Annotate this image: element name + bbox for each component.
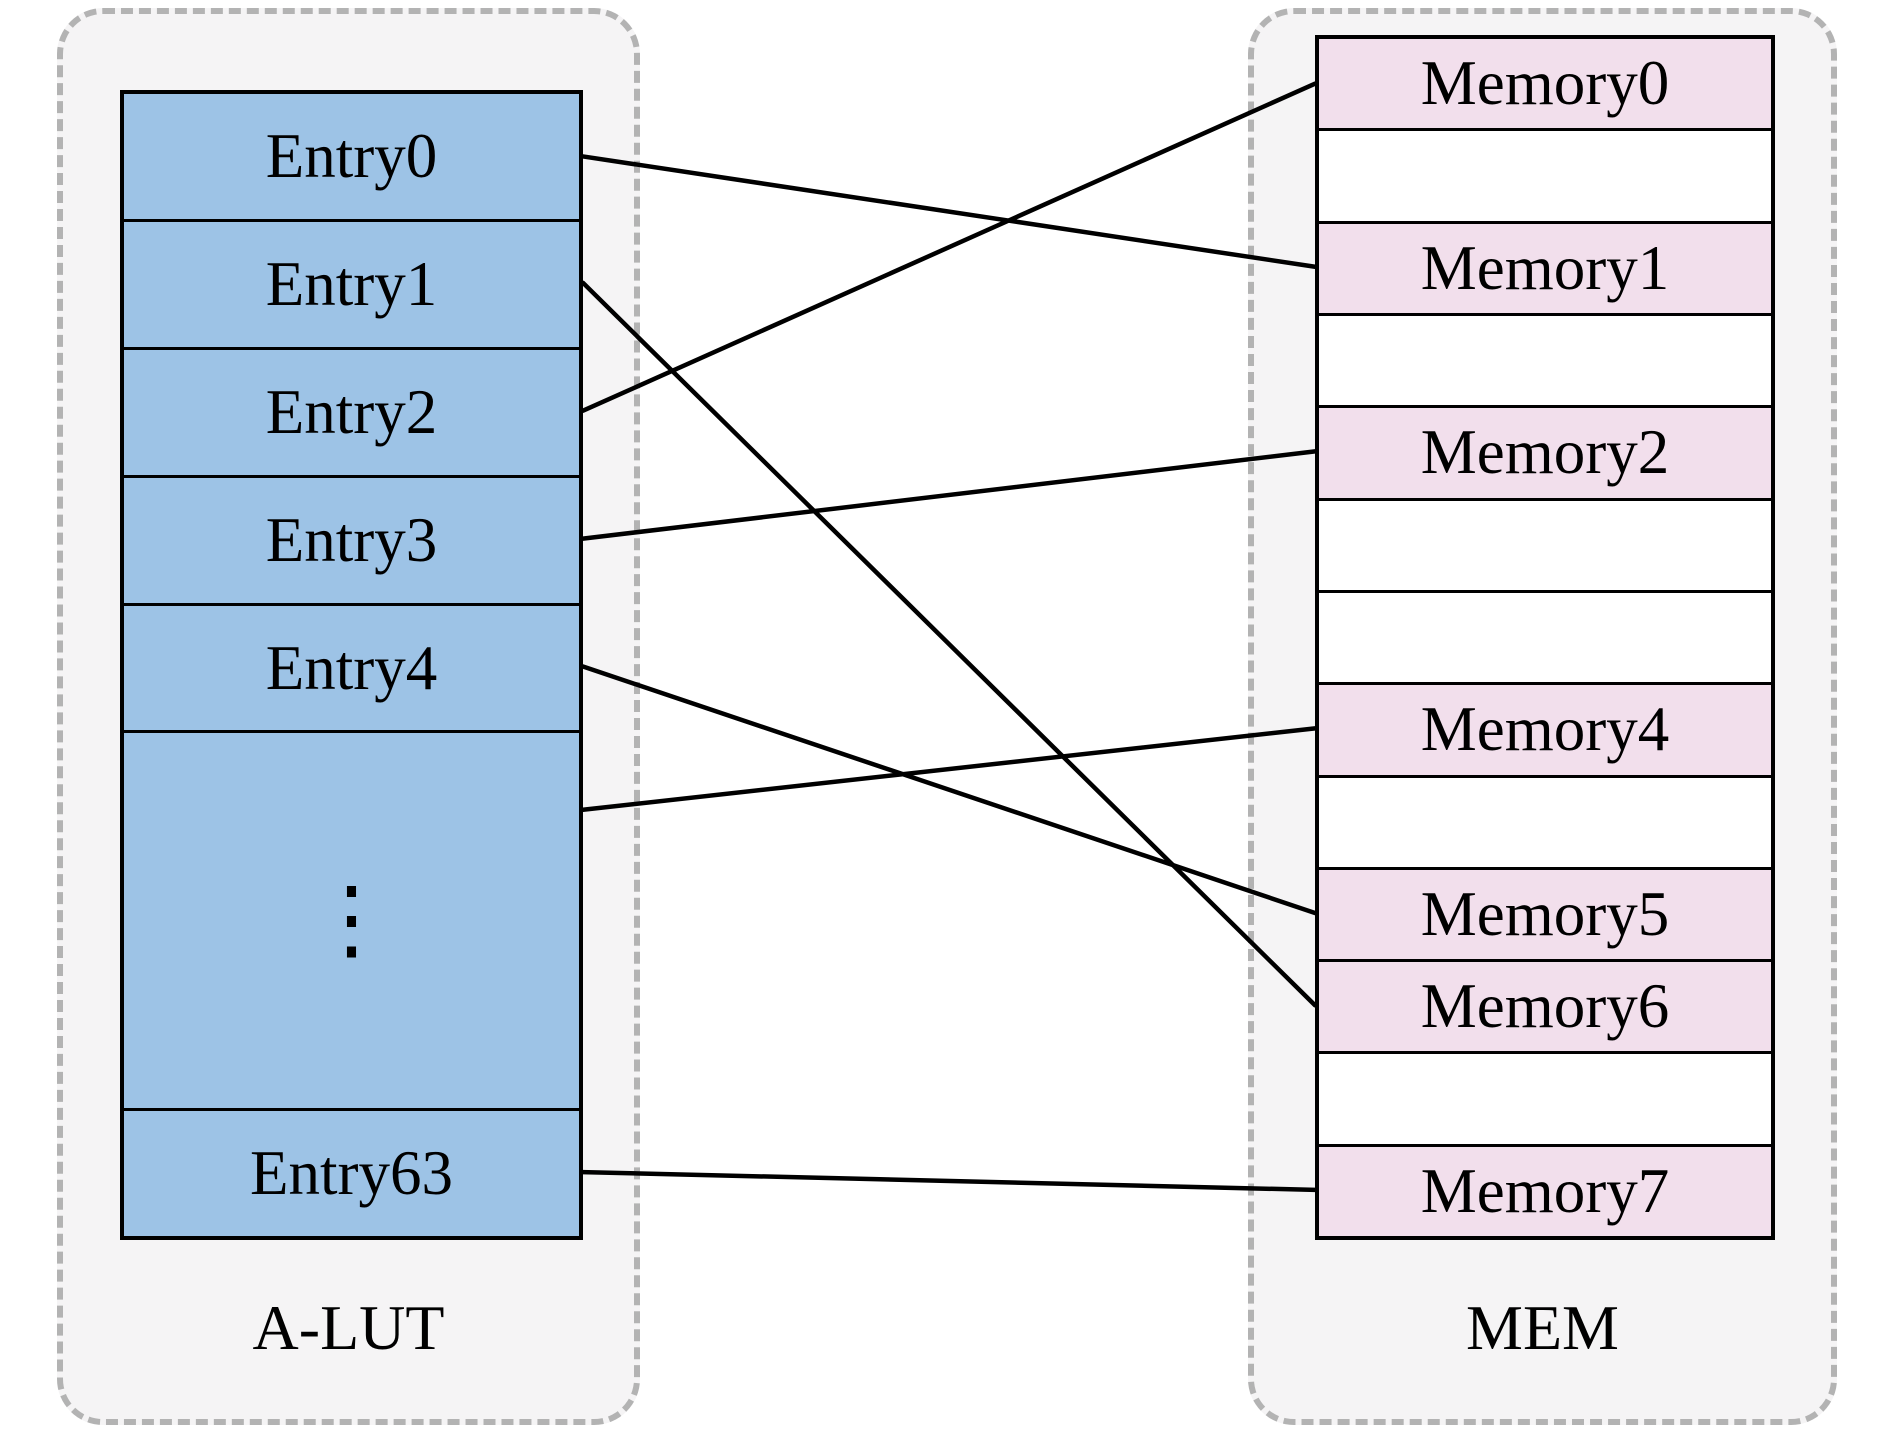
mem-row-label-memory7: Memory7 bbox=[1420, 1155, 1670, 1226]
alut-row-label-entry1: Entry1 bbox=[265, 248, 438, 319]
mem-row-blank5 bbox=[1319, 1051, 1771, 1144]
connection-line-entry1-memory6 bbox=[580, 280, 1318, 1008]
connection-line-entry4-memory5 bbox=[580, 664, 1318, 916]
connection-line-entry63-memory7 bbox=[580, 1169, 1318, 1193]
alut-row-label-entry-dots: ⋮ bbox=[307, 871, 396, 969]
mem-row-memory5: Memory5 bbox=[1319, 866, 1771, 960]
mem-row-memory0: Memory0 bbox=[1319, 39, 1771, 129]
connection-line-entry3-memory2 bbox=[580, 449, 1318, 541]
alut-row-entry1: Entry1 bbox=[124, 218, 579, 347]
alut-row-label-entry4: Entry4 bbox=[265, 632, 438, 703]
mem-row-label-memory6: Memory6 bbox=[1420, 971, 1670, 1042]
alut-row-label-entry2: Entry2 bbox=[265, 376, 438, 447]
mem-row-label-memory4: Memory4 bbox=[1420, 694, 1670, 765]
alut-panel-label: A-LUT bbox=[252, 1292, 445, 1363]
mem-row-memory4: Memory4 bbox=[1319, 682, 1771, 775]
alut-row-entry4: Entry4 bbox=[124, 602, 579, 731]
alut-row-entry3: Entry3 bbox=[124, 474, 579, 603]
mem-panel-label: MEM bbox=[1466, 1292, 1619, 1363]
mem-row-memory2: Memory2 bbox=[1319, 405, 1771, 498]
alut-row-label-entry63: Entry63 bbox=[250, 1138, 453, 1209]
alut-row-label-entry3: Entry3 bbox=[265, 504, 438, 575]
alut-row-entry0: Entry0 bbox=[124, 94, 579, 219]
mem-row-blank2 bbox=[1319, 497, 1771, 590]
alut-row-entry63: Entry63 bbox=[124, 1108, 579, 1237]
mem-row-label-memory0: Memory0 bbox=[1420, 48, 1670, 119]
mem-row-blank4 bbox=[1319, 774, 1771, 867]
mem-row-memory7: Memory7 bbox=[1319, 1143, 1771, 1237]
mem-row-label-memory1: Memory1 bbox=[1420, 232, 1670, 303]
mem-row-blank0 bbox=[1319, 128, 1771, 221]
connection-line-entry0-memory1 bbox=[580, 154, 1318, 270]
mem-row-memory6: Memory6 bbox=[1319, 959, 1771, 1052]
alut-row-label-entry0: Entry0 bbox=[265, 120, 438, 191]
mem-row-label-memory2: Memory2 bbox=[1420, 417, 1670, 488]
mem-row-blank1 bbox=[1319, 312, 1771, 406]
connection-line-entry2-memory0 bbox=[580, 81, 1318, 413]
connection-line-entry-dots-memory4 bbox=[580, 726, 1318, 813]
mem-row-memory1: Memory1 bbox=[1319, 220, 1771, 313]
mem-row-label-memory5: Memory5 bbox=[1420, 878, 1670, 949]
mem-row-blank3 bbox=[1319, 589, 1771, 683]
alut-row-entry-dots: ⋮ bbox=[124, 730, 579, 1109]
alut-row-entry2: Entry2 bbox=[124, 346, 579, 475]
